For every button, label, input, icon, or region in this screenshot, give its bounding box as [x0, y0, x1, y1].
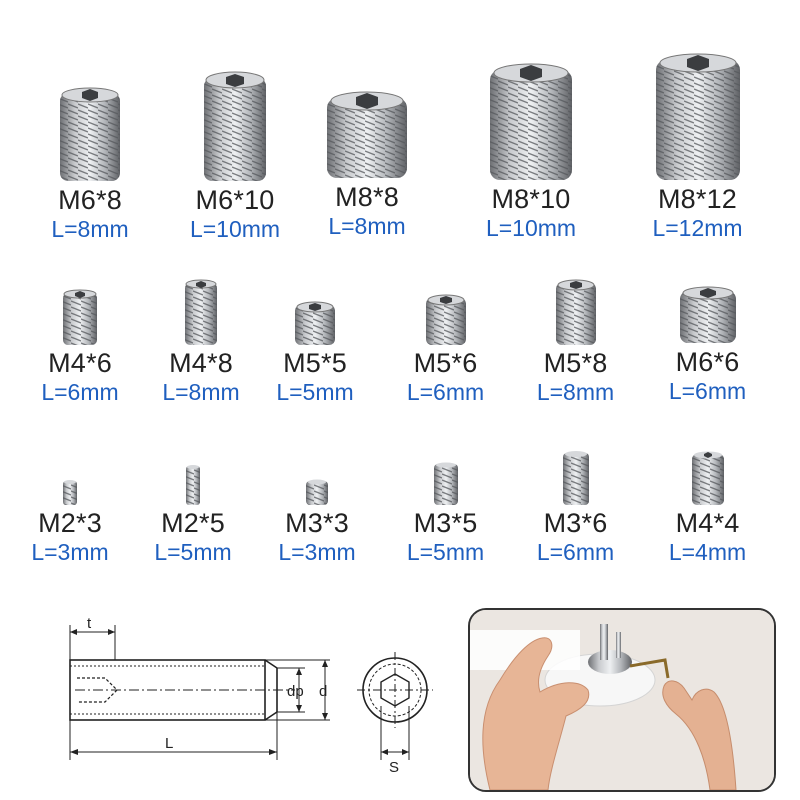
screw-length-label: L=6mm [41, 379, 119, 405]
dimension-label-s: S [389, 759, 399, 776]
set-screw-image [691, 451, 724, 505]
screw-size-label: M4*8 [169, 348, 233, 378]
screw-item: M8*10 L=10mm [476, 62, 586, 242]
dimension-label-dp: dp [287, 683, 304, 700]
screw-size-label: M4*6 [48, 348, 112, 378]
left-hand-image [482, 637, 590, 790]
screw-side-view [69, 659, 266, 721]
screw-length-label: L=3mm [278, 539, 356, 565]
screw-size-label: M8*12 [657, 184, 738, 214]
set-screw-image [186, 465, 200, 505]
set-screw-image [433, 462, 458, 505]
set-screw-image [555, 279, 596, 345]
screw-length-label: L=8mm [162, 379, 240, 405]
screw-length-label: L=8mm [51, 216, 129, 242]
set-screw-image [63, 480, 77, 505]
screw-length-label: L=6mm [406, 379, 485, 405]
screw-item: M3*5 L=5mm [388, 461, 503, 566]
screw-length-label: L=6mm [536, 539, 615, 565]
screw-length-label: L=3mm [31, 539, 109, 565]
screw-size-label: M6*6 [675, 347, 740, 377]
set-screw-image [327, 91, 407, 178]
screw-item: M6*6 L=6mm [650, 285, 765, 405]
screw-size-label: M8*10 [491, 184, 571, 214]
screw-size-label: M2*5 [161, 508, 225, 538]
right-hand-image [662, 680, 737, 790]
screw-item: M5*6 L=6mm [388, 293, 503, 406]
set-screw-image [204, 71, 266, 181]
screw-item: M6*10 L=10mm [180, 70, 290, 243]
set-screw-image [562, 451, 589, 505]
screw-size-label: M6*10 [195, 185, 275, 215]
screw-size-label: M5*6 [413, 348, 478, 378]
screw-item: M5*5 L=5mm [260, 300, 370, 406]
set-screw-image [63, 289, 97, 345]
screw-size-label: M3*6 [543, 508, 608, 538]
screw-size-label: M2*3 [38, 508, 102, 538]
screw-item: M8*8 L=8mm [317, 90, 417, 240]
screw-item: M5*8 L=8mm [518, 278, 633, 406]
set-screw-image [679, 286, 736, 343]
screw-size-label: M5*8 [543, 348, 608, 378]
set-screw-dimension-diagram: t L dp d S [69, 615, 433, 776]
screw-length-label: L=8mm [328, 213, 406, 239]
screw-size-label: M8*8 [335, 182, 399, 212]
set-screw-image [425, 294, 466, 345]
dimension-label-t: t [87, 615, 92, 632]
screw-item: M2*5 L=5mm [138, 463, 248, 566]
screw-length-label: L=5mm [154, 539, 232, 565]
set-screw-image [185, 279, 217, 345]
installation-photo [468, 608, 776, 792]
screw-length-label: L=4mm [668, 539, 747, 565]
screw-item: M6*8 L=8mm [40, 85, 140, 243]
screw-length-label: L=6mm [668, 378, 747, 404]
screw-item: M2*3 L=3mm [15, 478, 125, 566]
allen-key-image [629, 658, 670, 679]
screw-item: M8*12 L=12mm [640, 52, 755, 242]
screw-size-label: M6*8 [58, 185, 122, 215]
screw-size-label: M3*5 [413, 508, 478, 538]
set-screw-image [490, 63, 572, 180]
screw-size-grid: M6*8 L=8mm M6*10 L=10mm M8*8 L=8mm M8*10 [15, 52, 765, 566]
metal-hub-image [588, 650, 632, 674]
screw-length-label: L=5mm [406, 539, 485, 565]
screw-item: M4*8 L=8mm [146, 278, 256, 406]
set-screw-image [306, 479, 328, 505]
screw-length-label: L=12mm [652, 215, 743, 241]
dimension-label-L: L [165, 735, 173, 752]
screw-item: M3*6 L=6mm [518, 450, 633, 566]
screw-length-label: L=10mm [189, 216, 281, 242]
screw-item: M4*6 L=6mm [25, 288, 135, 406]
screw-length-label: L=10mm [485, 215, 577, 241]
set-screw-image [295, 301, 335, 345]
screw-size-label: M3*3 [285, 508, 349, 538]
screw-length-label: L=8mm [536, 379, 615, 405]
set-screw-image [655, 53, 740, 180]
screw-item: M3*3 L=3mm [262, 478, 372, 566]
dimension-label-d: d [319, 683, 327, 700]
screw-item: M4*4 L=4mm [650, 450, 765, 566]
screw-size-label: M4*4 [675, 508, 740, 538]
screw-size-label: M5*5 [283, 348, 347, 378]
screw-length-label: L=5mm [276, 379, 354, 405]
set-screw-image [60, 87, 120, 181]
